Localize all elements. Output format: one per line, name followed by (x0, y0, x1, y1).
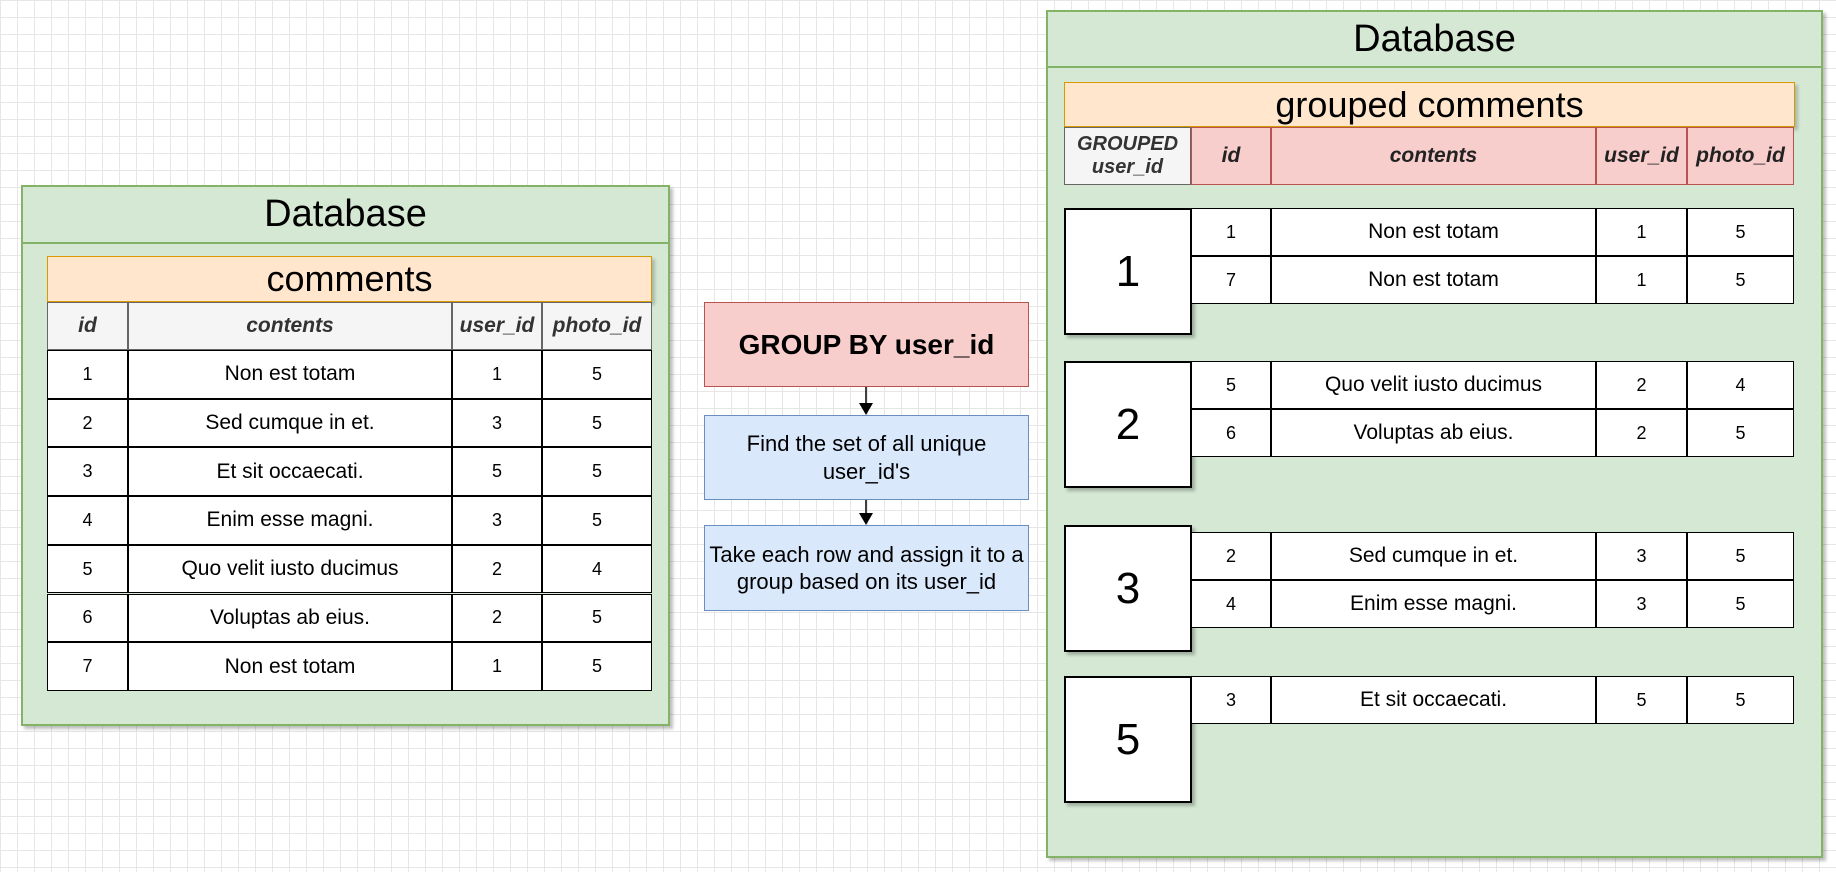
assign-group-step-box[interactable]: Take each row and assign it to a group b… (704, 525, 1029, 611)
comments-cell-user-id: 2 (452, 544, 542, 594)
left-panel-title: Database (23, 187, 668, 244)
comments-cell-id: 1 (47, 350, 128, 399)
arrow-step1-to-step2 (859, 500, 873, 525)
grouped-comments-table-name: grouped comments (1064, 82, 1795, 127)
grouped-cell-contents: Non est totam (1271, 256, 1596, 304)
comments-cell-user-id: 1 (452, 642, 542, 691)
comments-header-user-id: user_id (452, 302, 542, 350)
grouped-cell-user-id: 3 (1596, 532, 1687, 580)
grouped-cell-id: 2 (1191, 532, 1271, 580)
comments-cell-contents: Enim esse magni. (128, 496, 452, 545)
comments-header-id: id (47, 302, 128, 350)
grouped-cell-id: 7 (1191, 256, 1271, 304)
comments-cell-id: 6 (47, 593, 128, 643)
comments-cell-photo-id: 5 (542, 447, 652, 497)
group-key-box: 5 (1064, 676, 1192, 803)
comments-cell-photo-id: 5 (542, 350, 652, 399)
grouped-header-id: id (1191, 127, 1271, 185)
grouped-cell-contents: Sed cumque in et. (1271, 532, 1596, 580)
grouped-cell-contents: Voluptas ab eius. (1271, 409, 1596, 457)
comments-cell-photo-id: 5 (542, 593, 652, 643)
grouped-cell-contents: Et sit occaecati. (1271, 676, 1596, 724)
find-unique-step-box[interactable]: Find the set of all unique user_id's (704, 415, 1029, 500)
comments-table-name: comments (47, 256, 652, 302)
grouped-cell-photo-id: 5 (1687, 256, 1794, 304)
group-key-box: 2 (1064, 361, 1192, 488)
grouped-cell-user-id: 2 (1596, 361, 1687, 409)
comments-cell-id: 7 (47, 642, 128, 691)
comments-cell-photo-id: 5 (542, 496, 652, 545)
grouped-cell-photo-id: 5 (1687, 532, 1794, 580)
grouped-cell-user-id: 2 (1596, 409, 1687, 457)
grouped-cell-user-id: 3 (1596, 580, 1687, 628)
grouped-cell-photo-id: 5 (1687, 580, 1794, 628)
comments-cell-user-id: 2 (452, 593, 542, 643)
grouped-cell-photo-id: 5 (1687, 409, 1794, 457)
group-key-box: 1 (1064, 208, 1192, 335)
comments-header-photo-id: photo_id (542, 302, 652, 350)
grouped-header-photo-id: photo_id (1687, 127, 1794, 185)
comments-cell-user-id: 1 (452, 350, 542, 399)
grouped-cell-user-id: 5 (1596, 676, 1687, 724)
comments-cell-id: 5 (47, 544, 128, 594)
grouped-cell-id: 5 (1191, 361, 1271, 409)
comments-cell-photo-id: 4 (542, 544, 652, 594)
group-key-box: 3 (1064, 525, 1192, 652)
grouped-cell-id: 3 (1191, 676, 1271, 724)
grouped-cell-photo-id: 5 (1687, 676, 1794, 724)
grouped-cell-id: 6 (1191, 409, 1271, 457)
comments-cell-photo-id: 5 (542, 642, 652, 691)
comments-cell-contents: Quo velit iusto ducimus (128, 544, 452, 594)
grouped-cell-user-id: 1 (1596, 256, 1687, 304)
comments-cell-contents: Et sit occaecati. (128, 447, 452, 497)
comments-cell-contents: Non est totam (128, 642, 452, 691)
grouped-cell-id: 4 (1191, 580, 1271, 628)
grouped-user-id-header: GROUPED user_id (1064, 127, 1191, 185)
right-panel-title: Database (1048, 12, 1821, 68)
grouped-cell-contents: Non est totam (1271, 208, 1596, 256)
comments-cell-contents: Non est totam (128, 350, 452, 399)
comments-header-contents: contents (128, 302, 452, 350)
grouped-cell-photo-id: 4 (1687, 361, 1794, 409)
grouped-cell-contents: Quo velit iusto ducimus (1271, 361, 1596, 409)
grouped-cell-photo-id: 5 (1687, 208, 1794, 256)
comments-cell-user-id: 5 (452, 447, 542, 497)
arrow-groupby-to-step1 (859, 387, 873, 415)
group-by-box[interactable]: GROUP BY user_id (704, 302, 1029, 387)
comments-cell-contents: Sed cumque in et. (128, 398, 452, 448)
grouped-header-user-id: user_id (1596, 127, 1687, 185)
grouped-cell-id: 1 (1191, 208, 1271, 256)
comments-cell-id: 4 (47, 496, 128, 545)
comments-cell-id: 2 (47, 398, 128, 448)
comments-cell-contents: Voluptas ab eius. (128, 593, 452, 643)
comments-cell-user-id: 3 (452, 398, 542, 448)
grouped-cell-contents: Enim esse magni. (1271, 580, 1596, 628)
grouped-cell-user-id: 1 (1596, 208, 1687, 256)
grouped-header-contents: contents (1271, 127, 1596, 185)
comments-cell-photo-id: 5 (542, 398, 652, 448)
comments-cell-user-id: 3 (452, 496, 542, 545)
comments-cell-id: 3 (47, 447, 128, 497)
